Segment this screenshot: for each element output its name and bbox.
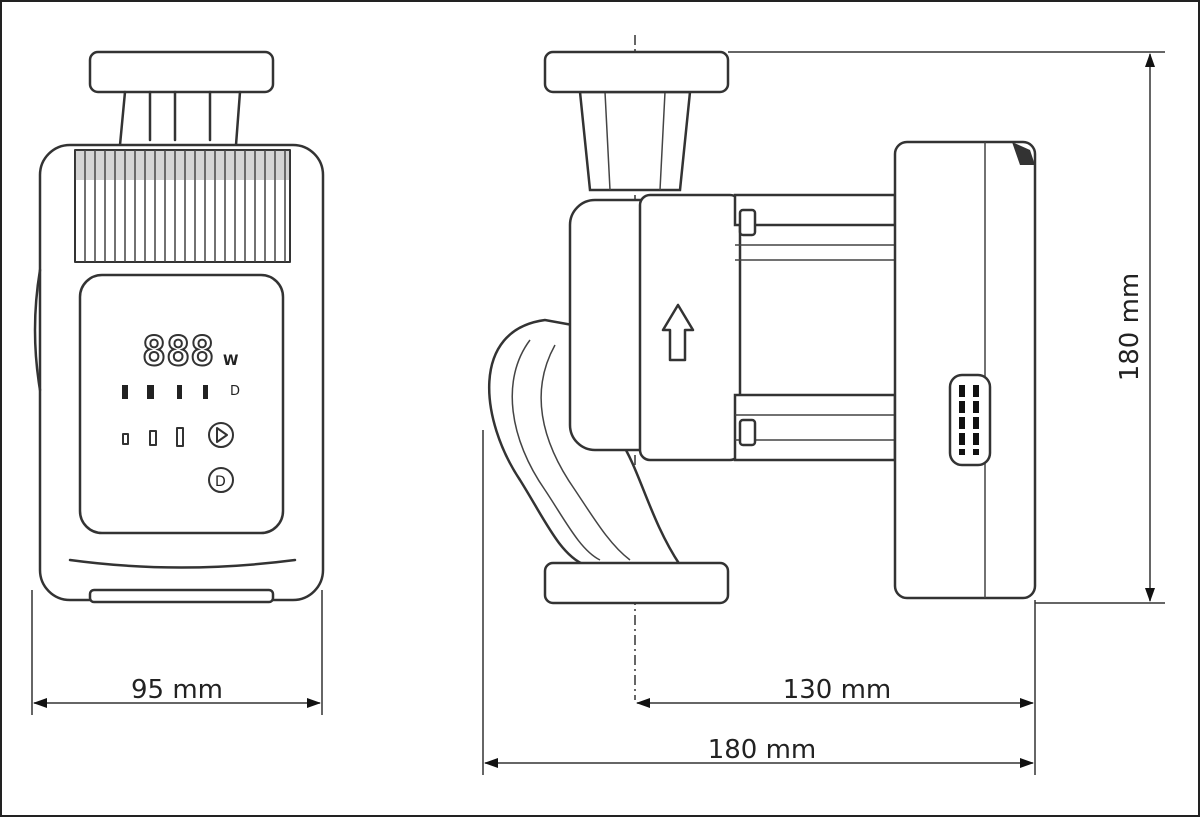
front-view: 888 W D D	[33, 50, 325, 604]
top-flange	[88, 50, 275, 94]
dimension-motor-offset: 130 mm	[636, 600, 1036, 775]
power-unit: W	[223, 353, 238, 369]
bottom-flange-side	[543, 561, 730, 605]
control-panel	[78, 273, 285, 535]
cooling-fins	[74, 149, 291, 263]
upper-motor-tube	[733, 193, 897, 227]
motor-control-box	[893, 140, 1037, 600]
dimension-width-front: 95 mm	[31, 590, 323, 715]
play-icon	[216, 427, 228, 443]
lower-motor-tube	[733, 393, 897, 462]
power-display: 888	[142, 329, 214, 375]
overall-length-label: 180 mm	[708, 735, 817, 765]
width-label: 95 mm	[131, 675, 223, 705]
height-label: 180 mm	[1115, 273, 1145, 382]
flow-direction-arrow-icon	[661, 303, 695, 362]
rating-label	[948, 373, 992, 467]
dimension-height: 180 mm	[728, 51, 1165, 604]
motor-offset-label: 130 mm	[783, 675, 892, 705]
bottom-foot	[88, 588, 275, 604]
svg-text:D: D	[230, 384, 240, 399]
outlet-neck	[578, 90, 692, 192]
mode-icon: D	[215, 474, 226, 490]
base-line	[68, 558, 297, 569]
top-flange-side	[543, 50, 730, 94]
play-button[interactable]	[208, 422, 234, 448]
neck	[118, 90, 242, 147]
side-bulge	[33, 268, 42, 392]
mode-button[interactable]: D	[208, 467, 234, 493]
level-indicators	[122, 427, 184, 447]
mode-indicators: D	[122, 384, 240, 399]
side-view	[488, 35, 1037, 700]
motor-flange	[638, 193, 742, 462]
dimension-overall-length: 180 mm	[482, 430, 1034, 775]
